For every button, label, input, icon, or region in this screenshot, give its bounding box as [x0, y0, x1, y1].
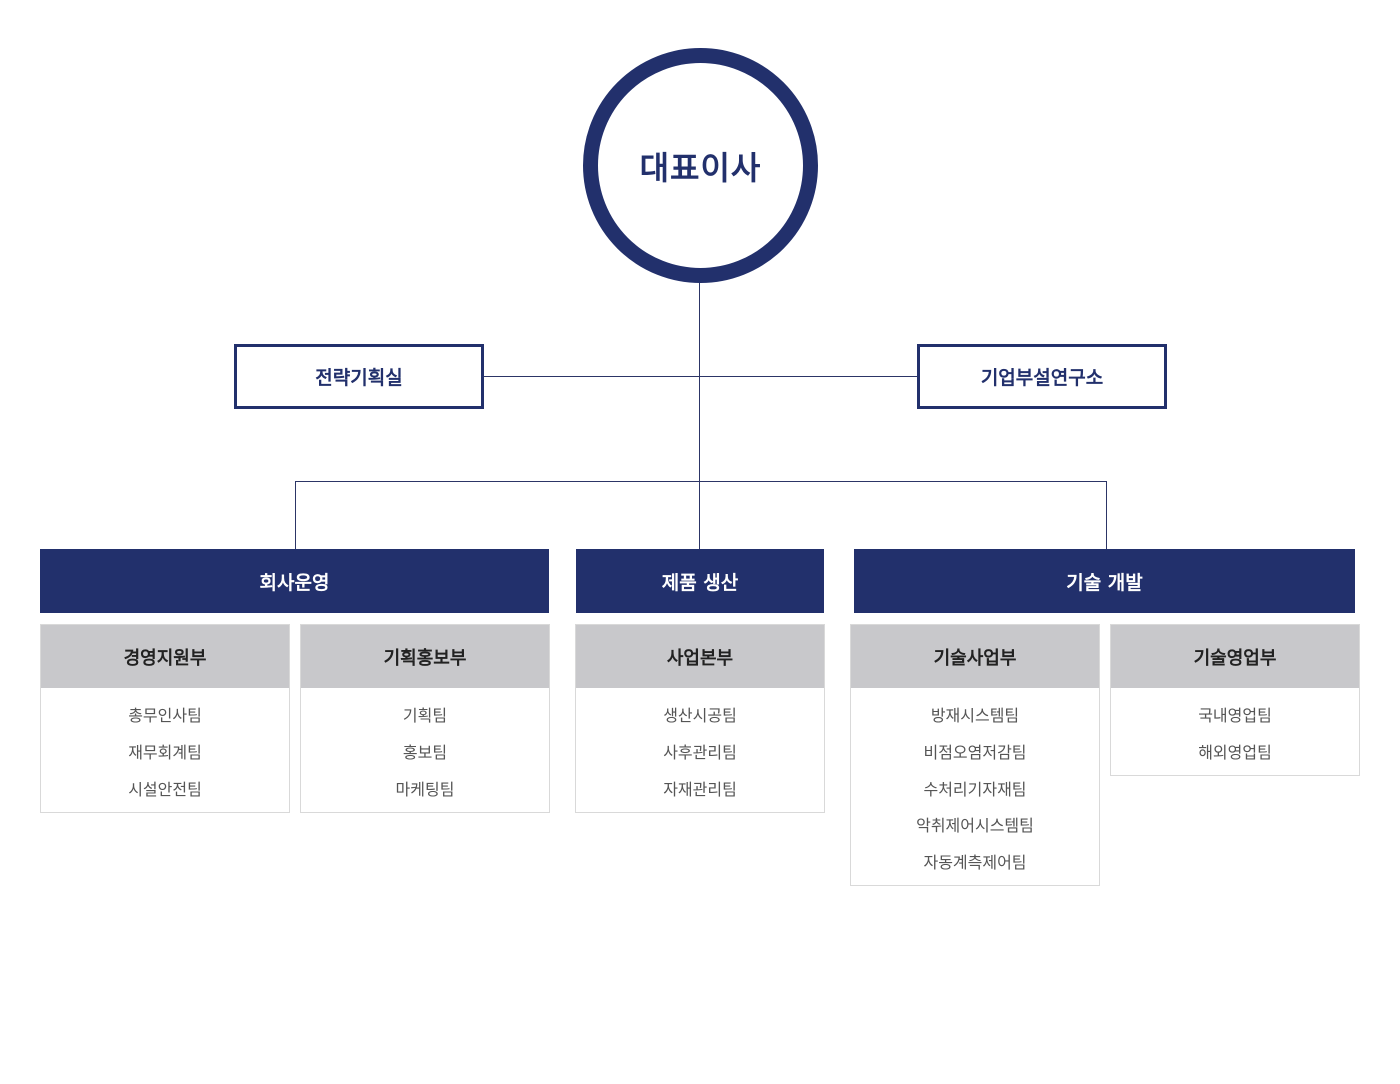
staff-label: 기업부설연구소: [980, 367, 1104, 389]
team-item: 국내영업팀: [1198, 706, 1272, 726]
department-header: 기술영업부: [1111, 625, 1359, 688]
division-label: 회사운영: [259, 571, 330, 594]
department-tech-sales: 기술영업부 국내영업팀 해외영업팀: [1110, 624, 1360, 777]
ceo-label: 대표이사: [639, 148, 762, 187]
department-header: 사업본부: [576, 625, 824, 688]
department-tech-business: 기술사업부 방재시스템팀 비점오염저감팀 수처리기자재팀 악취제어시스템팀 자동…: [850, 624, 1100, 887]
team-list: 기획팀 홍보팀 마케팅팀: [301, 688, 549, 812]
division-tech-development: 기술 개발: [854, 549, 1355, 613]
team-item: 악취제어시스템팀: [916, 816, 1034, 836]
team-item: 홍보팀: [402, 743, 448, 763]
team-item: 사후관리팀: [663, 743, 737, 763]
staff-label: 전략기획실: [315, 367, 403, 389]
connector-staff-horizontal: [484, 376, 918, 377]
team-item: 기획팀: [402, 706, 448, 726]
connector-division-horizontal: [295, 481, 1107, 482]
staff-research-institute: 기업부설연구소: [917, 344, 1167, 409]
team-item: 생산시공팀: [663, 706, 737, 726]
team-item: 방재시스템팀: [930, 706, 1020, 726]
team-item: 비점오염저감팀: [923, 743, 1027, 763]
team-item: 수처리기자재팀: [923, 779, 1027, 799]
department-business-hq: 사업본부 생산시공팀 사후관리팀 자재관리팀: [575, 624, 825, 814]
division-label: 제품 생산: [661, 571, 739, 594]
team-list: 국내영업팀 해외영업팀: [1111, 688, 1359, 775]
team-list: 총무인사팀 재무회계팀 시설안전팀: [41, 688, 289, 812]
division-label: 기술 개발: [1066, 571, 1143, 594]
department-header: 기획홍보부: [301, 625, 549, 688]
department-header: 경영지원부: [41, 625, 289, 688]
connector-ceo-vertical: [699, 282, 700, 550]
team-item: 마케팅팀: [395, 779, 455, 799]
team-item: 자재관리팀: [663, 779, 737, 799]
ceo-node: 대표이사: [583, 48, 818, 283]
team-item: 해외영업팀: [1198, 743, 1272, 763]
connector-division-left: [295, 481, 296, 549]
division-production: 제품 생산: [576, 549, 824, 613]
connector-division-right: [1106, 481, 1107, 549]
team-item: 총무인사팀: [128, 706, 202, 726]
department-planning-pr: 기획홍보부 기획팀 홍보팀 마케팅팀: [300, 624, 550, 814]
department-management-support: 경영지원부 총무인사팀 재무회계팀 시설안전팀: [40, 624, 290, 814]
team-item: 재무회계팀: [128, 743, 202, 763]
team-item: 시설안전팀: [128, 779, 202, 799]
division-operations: 회사운영: [40, 549, 549, 613]
team-item: 자동계측제어팀: [923, 853, 1027, 873]
team-list: 생산시공팀 사후관리팀 자재관리팀: [576, 688, 824, 812]
staff-strategy-office: 전략기획실: [234, 344, 484, 409]
team-list: 방재시스템팀 비점오염저감팀 수처리기자재팀 악취제어시스템팀 자동계측제어팀: [851, 688, 1099, 885]
department-header: 기술사업부: [851, 625, 1099, 688]
